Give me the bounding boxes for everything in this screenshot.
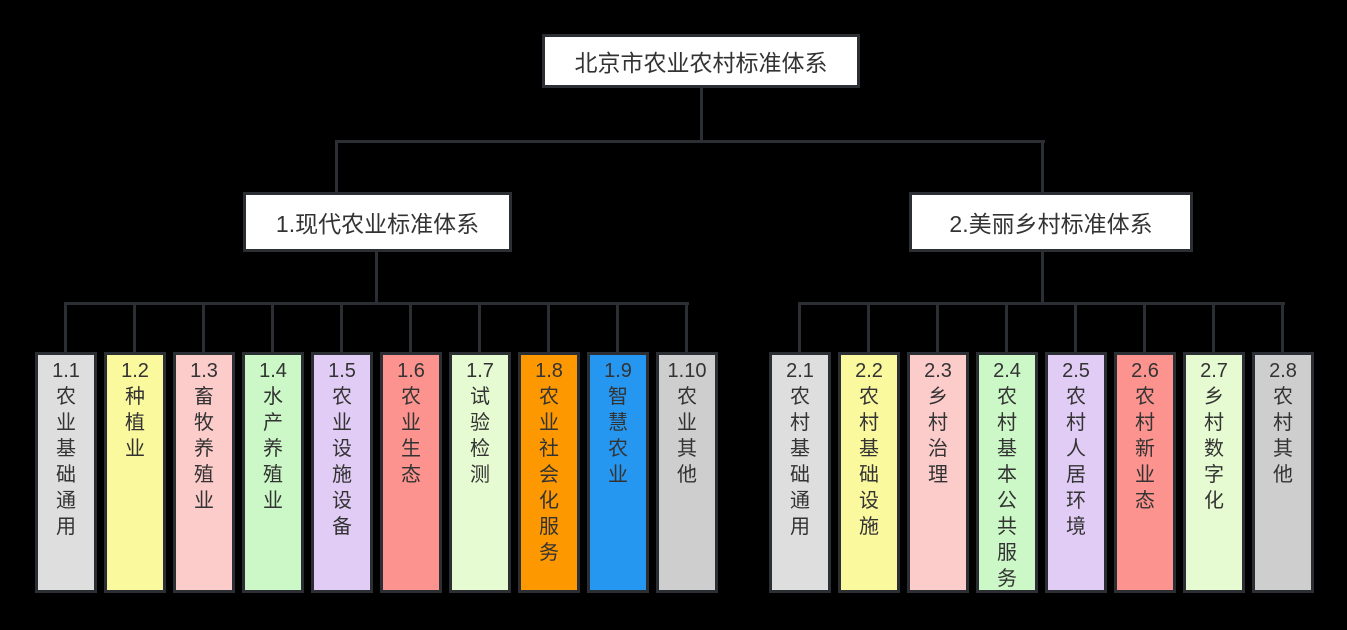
- node-2.2: 2.2 农 村 基 础 设 施: [838, 352, 900, 593]
- node-1.8: 1.8 农 业 社 会 化 服 务: [518, 352, 580, 593]
- node-1.4: 1.4 水 产 养 殖 业: [242, 352, 304, 593]
- node-branch-1: 1.现代农业标准体系: [243, 192, 512, 252]
- connector-drop-1.5: [340, 302, 343, 354]
- connector-branch2-stem: [1041, 250, 1044, 305]
- connector-drop-1.10: [685, 302, 688, 354]
- connector-drop-2.6: [1143, 302, 1146, 354]
- connector-branch2-inlet: [1041, 140, 1044, 194]
- node-1.3: 1.3 畜 牧 养 殖 业: [173, 352, 235, 593]
- connector-group2-rail: [798, 302, 1285, 305]
- node-2.1: 2.1 农 村 基 础 通 用: [769, 352, 831, 593]
- connector-drop-1.2: [133, 302, 136, 354]
- node-1.1: 1.1 农 业 基 础 通 用: [35, 352, 97, 593]
- connector-drop-2.1: [798, 302, 801, 354]
- node-1.9: 1.9 智 慧 农 业: [587, 352, 649, 593]
- node-2.6: 2.6 农 村 新 业 态: [1114, 352, 1176, 593]
- connector-drop-1.9: [616, 302, 619, 354]
- connector-drop-2.7: [1212, 302, 1215, 354]
- node-2.7: 2.7 乡 村 数 字 化: [1183, 352, 1245, 593]
- connector-split-horizontal: [335, 140, 1045, 143]
- connector-drop-2.8: [1281, 302, 1284, 354]
- node-1.2: 1.2 种 植 业: [104, 352, 166, 593]
- connector-drop-1.8: [547, 302, 550, 354]
- connector-drop-1.4: [271, 302, 274, 354]
- node-1.10: 1.10 农 业 其 他: [656, 352, 718, 593]
- node-2.8: 2.8 农 村 其 他: [1252, 352, 1314, 593]
- node-2.5: 2.5 农 村 人 居 环 境: [1045, 352, 1107, 593]
- connector-drop-1.1: [64, 302, 67, 354]
- connector-drop-1.6: [409, 302, 412, 354]
- node-2.4: 2.4 农 村 基 本 公 共 服 务: [976, 352, 1038, 593]
- connector-group1-rail: [64, 302, 689, 305]
- node-branch-2: 2.美丽乡村标准体系: [909, 192, 1193, 252]
- connector-branch1-inlet: [335, 140, 338, 194]
- node-1.5: 1.5 农 业 设 施 设 备: [311, 352, 373, 593]
- node-1.6: 1.6 农 业 生 态: [380, 352, 442, 593]
- node-1.7: 1.7 试 验 检 测: [449, 352, 511, 593]
- connector-drop-2.4: [1005, 302, 1008, 354]
- connector-drop-2.2: [867, 302, 870, 354]
- connector-drop-1.3: [202, 302, 205, 354]
- connector-drop-1.7: [478, 302, 481, 354]
- connector-root-stem: [700, 88, 703, 142]
- connector-branch1-stem: [375, 250, 378, 305]
- node-2.3: 2.3 乡 村 治 理: [907, 352, 969, 593]
- connector-drop-2.5: [1074, 302, 1077, 354]
- node-root: 北京市农业农村标准体系: [542, 34, 860, 88]
- connector-drop-2.3: [936, 302, 939, 354]
